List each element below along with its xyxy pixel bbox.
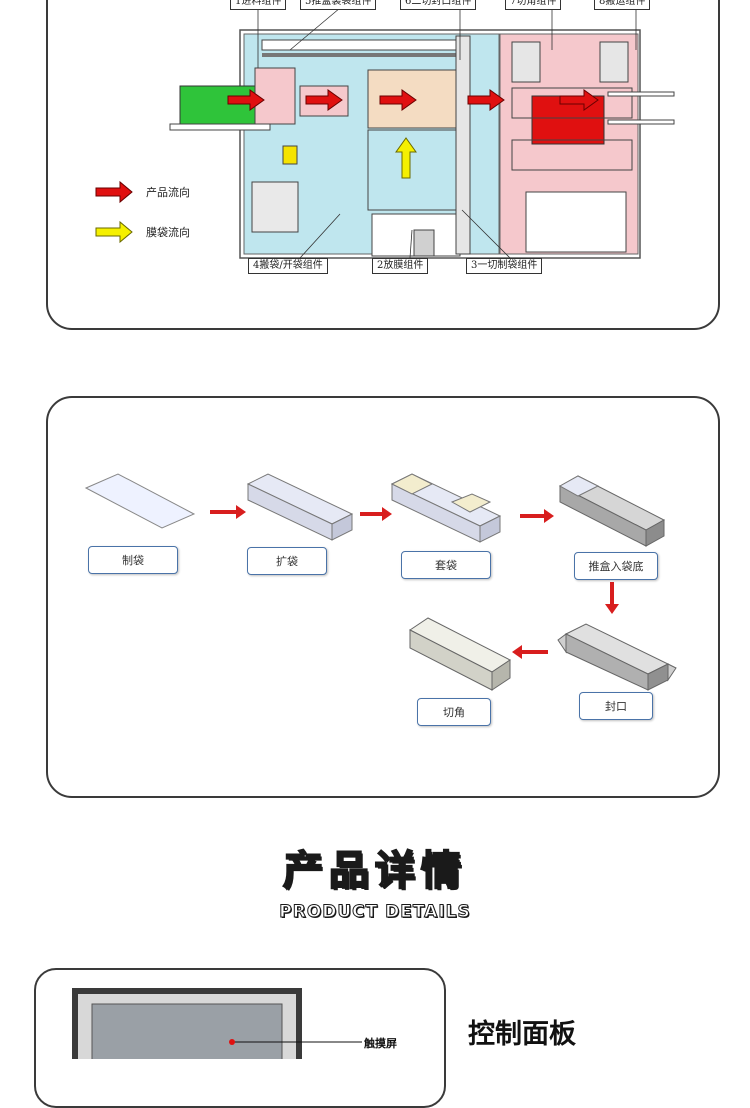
label-film-release-component: 2放膜组件 xyxy=(372,258,429,274)
control-panel-heading: 控制面板 xyxy=(468,1019,576,1050)
label-first-cut-bag-component: 3一切制袋组件 xyxy=(466,258,543,274)
product-details-title: 产品详情 xyxy=(282,847,467,895)
label-infeed-component: 1进料组件 xyxy=(230,0,287,10)
sealed-box-shape xyxy=(557,623,677,691)
machine-layout-drawing xyxy=(95,7,675,259)
flow-arrow-5 xyxy=(512,645,548,659)
label-push-box-component: 5推盒装袋组件 xyxy=(300,0,377,10)
film-flow-legend-arrow xyxy=(95,220,133,244)
flow-arrow-3 xyxy=(520,509,554,523)
process-flow-panel xyxy=(46,396,720,798)
process-flow-drawing xyxy=(84,473,677,691)
product-flow-legend-arrow xyxy=(95,180,133,204)
box-at-bag-bottom-shape xyxy=(558,475,666,547)
label-second-cut-seal-component: 6二切封口组件 xyxy=(400,0,477,10)
label-transfer-component: 8搬运组件 xyxy=(594,0,651,10)
flow-arrow-4 xyxy=(605,582,619,614)
touchscreen-label: 触摸屏 xyxy=(364,1037,397,1050)
label-bag-open-component: 4搬袋/开袋组件 xyxy=(248,258,328,274)
flow-arrow-2 xyxy=(360,507,392,521)
step-seal: 封口 xyxy=(579,692,653,720)
touchscreen-photo xyxy=(72,988,362,1059)
touchscreen-pointer-dot xyxy=(229,1039,235,1045)
label-corner-cut-component: 7切角组件 xyxy=(505,0,562,10)
flow-arrow-1 xyxy=(210,505,246,519)
step-cut-corner: 切角 xyxy=(417,698,491,726)
flat-bag-shape xyxy=(84,473,196,529)
finished-box-shape xyxy=(409,617,511,691)
step-expand-bag: 扩袋 xyxy=(247,547,327,575)
expanded-bag-shape xyxy=(246,473,354,541)
step-push-box: 推盒入袋底 xyxy=(574,552,658,580)
step-insert-bag: 套袋 xyxy=(401,551,491,579)
legend-film-flow: 膜袋流向 xyxy=(146,226,190,239)
product-details-subtitle: PRODUCT DETAILS xyxy=(279,902,471,923)
bagged-box-shape xyxy=(390,473,502,543)
legend-product-flow: 产品流向 xyxy=(146,186,190,199)
step-make-bag: 制袋 xyxy=(88,546,178,574)
